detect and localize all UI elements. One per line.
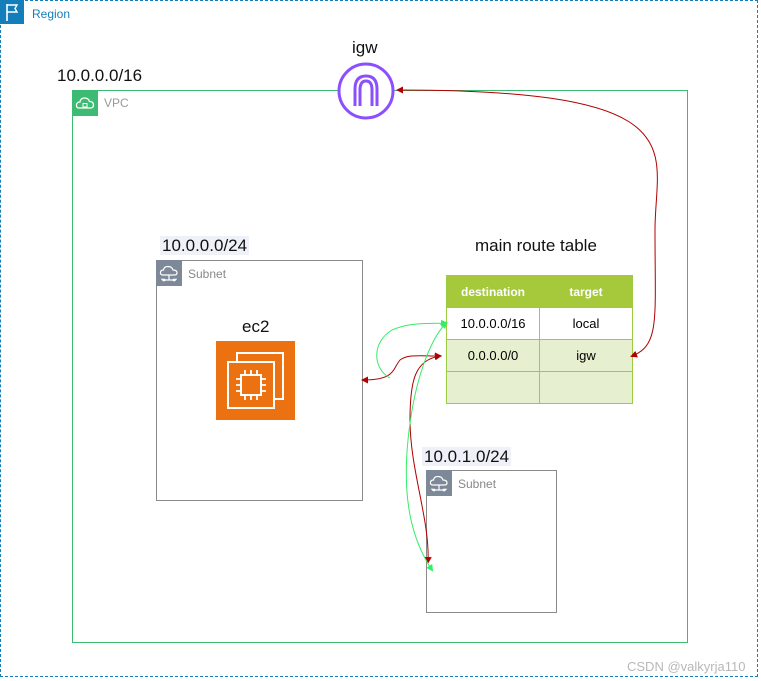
connector-subnet-a-igw xyxy=(361,352,442,384)
vpc-label: VPC xyxy=(104,96,129,110)
igw-label: igw xyxy=(352,38,378,57)
vpc-cloud-icon xyxy=(72,90,98,116)
connector-subnet-b-igw xyxy=(409,353,442,564)
connector-subnet-a-local xyxy=(376,319,448,379)
table-row xyxy=(446,371,633,404)
vpc-cidr: 10.0.0.0/16 xyxy=(57,66,143,85)
route-target-cell xyxy=(539,371,633,404)
internet-gateway-icon[interactable] xyxy=(336,62,398,120)
route-destination-cell xyxy=(446,371,540,404)
connector-igw-route xyxy=(396,86,658,358)
ec2-instance-icon[interactable] xyxy=(216,341,295,420)
ec2-label: ec2 xyxy=(242,317,270,336)
watermark: CSDN @valkyrja110 xyxy=(627,659,746,674)
subnet-a-label: Subnet xyxy=(188,267,227,281)
subnet-b-label: Subnet xyxy=(458,477,497,491)
region-flag-icon xyxy=(0,0,24,24)
connector-subnet-b-local xyxy=(405,321,448,572)
region-label: Region xyxy=(32,7,71,21)
subnet-icon xyxy=(156,260,182,286)
subnet-a-cidr: 10.0.0.0/24 xyxy=(160,236,250,255)
